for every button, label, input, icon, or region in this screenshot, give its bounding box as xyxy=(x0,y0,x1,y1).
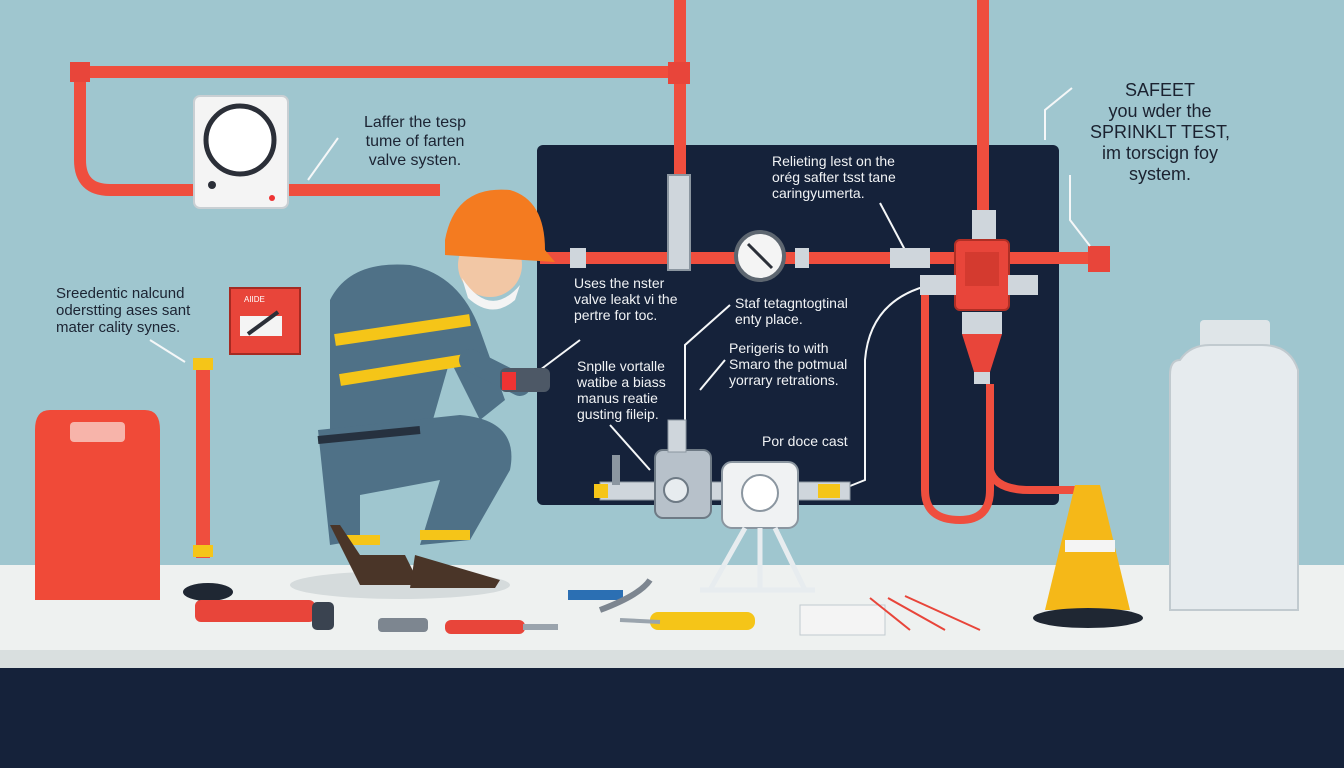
left-note: Sreedentic nalcund oderstting ases sant … xyxy=(56,285,191,336)
thermostat-panel xyxy=(193,95,289,209)
safety-note: SAFEET you wder the SPRINKLT TEST, im to… xyxy=(1089,80,1231,184)
traffic-cone xyxy=(1033,485,1143,628)
port-note: Por doce cast xyxy=(762,433,848,449)
sprinkler-control-valve xyxy=(920,210,1038,384)
pipe-end-cap xyxy=(1088,246,1110,272)
entry-note: Staf tetagntogtinal enty place. xyxy=(735,295,848,327)
floor-edge xyxy=(0,650,1344,668)
restriction-note: Perigeris to with Smaro the potmual yorr… xyxy=(729,340,848,388)
right-drain-pipe xyxy=(921,295,1085,525)
water-tank xyxy=(1169,320,1299,611)
fire-pipe-standing xyxy=(193,358,213,558)
warning-sign-text: AIIDE xyxy=(244,295,265,304)
wet-floor-sign xyxy=(35,410,160,600)
valve-note: Uses the nster valve leakt vi the pertre… xyxy=(574,275,678,323)
pressure-gauge xyxy=(570,174,930,282)
pipe-tee xyxy=(668,62,690,84)
thermostat-note: Laffer the tesp tume of farten valve sys… xyxy=(364,114,466,169)
pipe-elbow xyxy=(70,62,90,82)
top-board-note: Relieting lest on the orég safter tsst t… xyxy=(772,153,896,201)
warning-sign xyxy=(229,287,301,355)
bottom-base-band xyxy=(0,668,1344,768)
valve-assembly xyxy=(594,419,851,593)
spindle-note: Snplle vortalle watibe a biass manus rea… xyxy=(577,358,666,422)
floor-tools xyxy=(183,578,981,636)
worker-figure xyxy=(290,189,555,599)
callout-lines xyxy=(149,87,1091,491)
